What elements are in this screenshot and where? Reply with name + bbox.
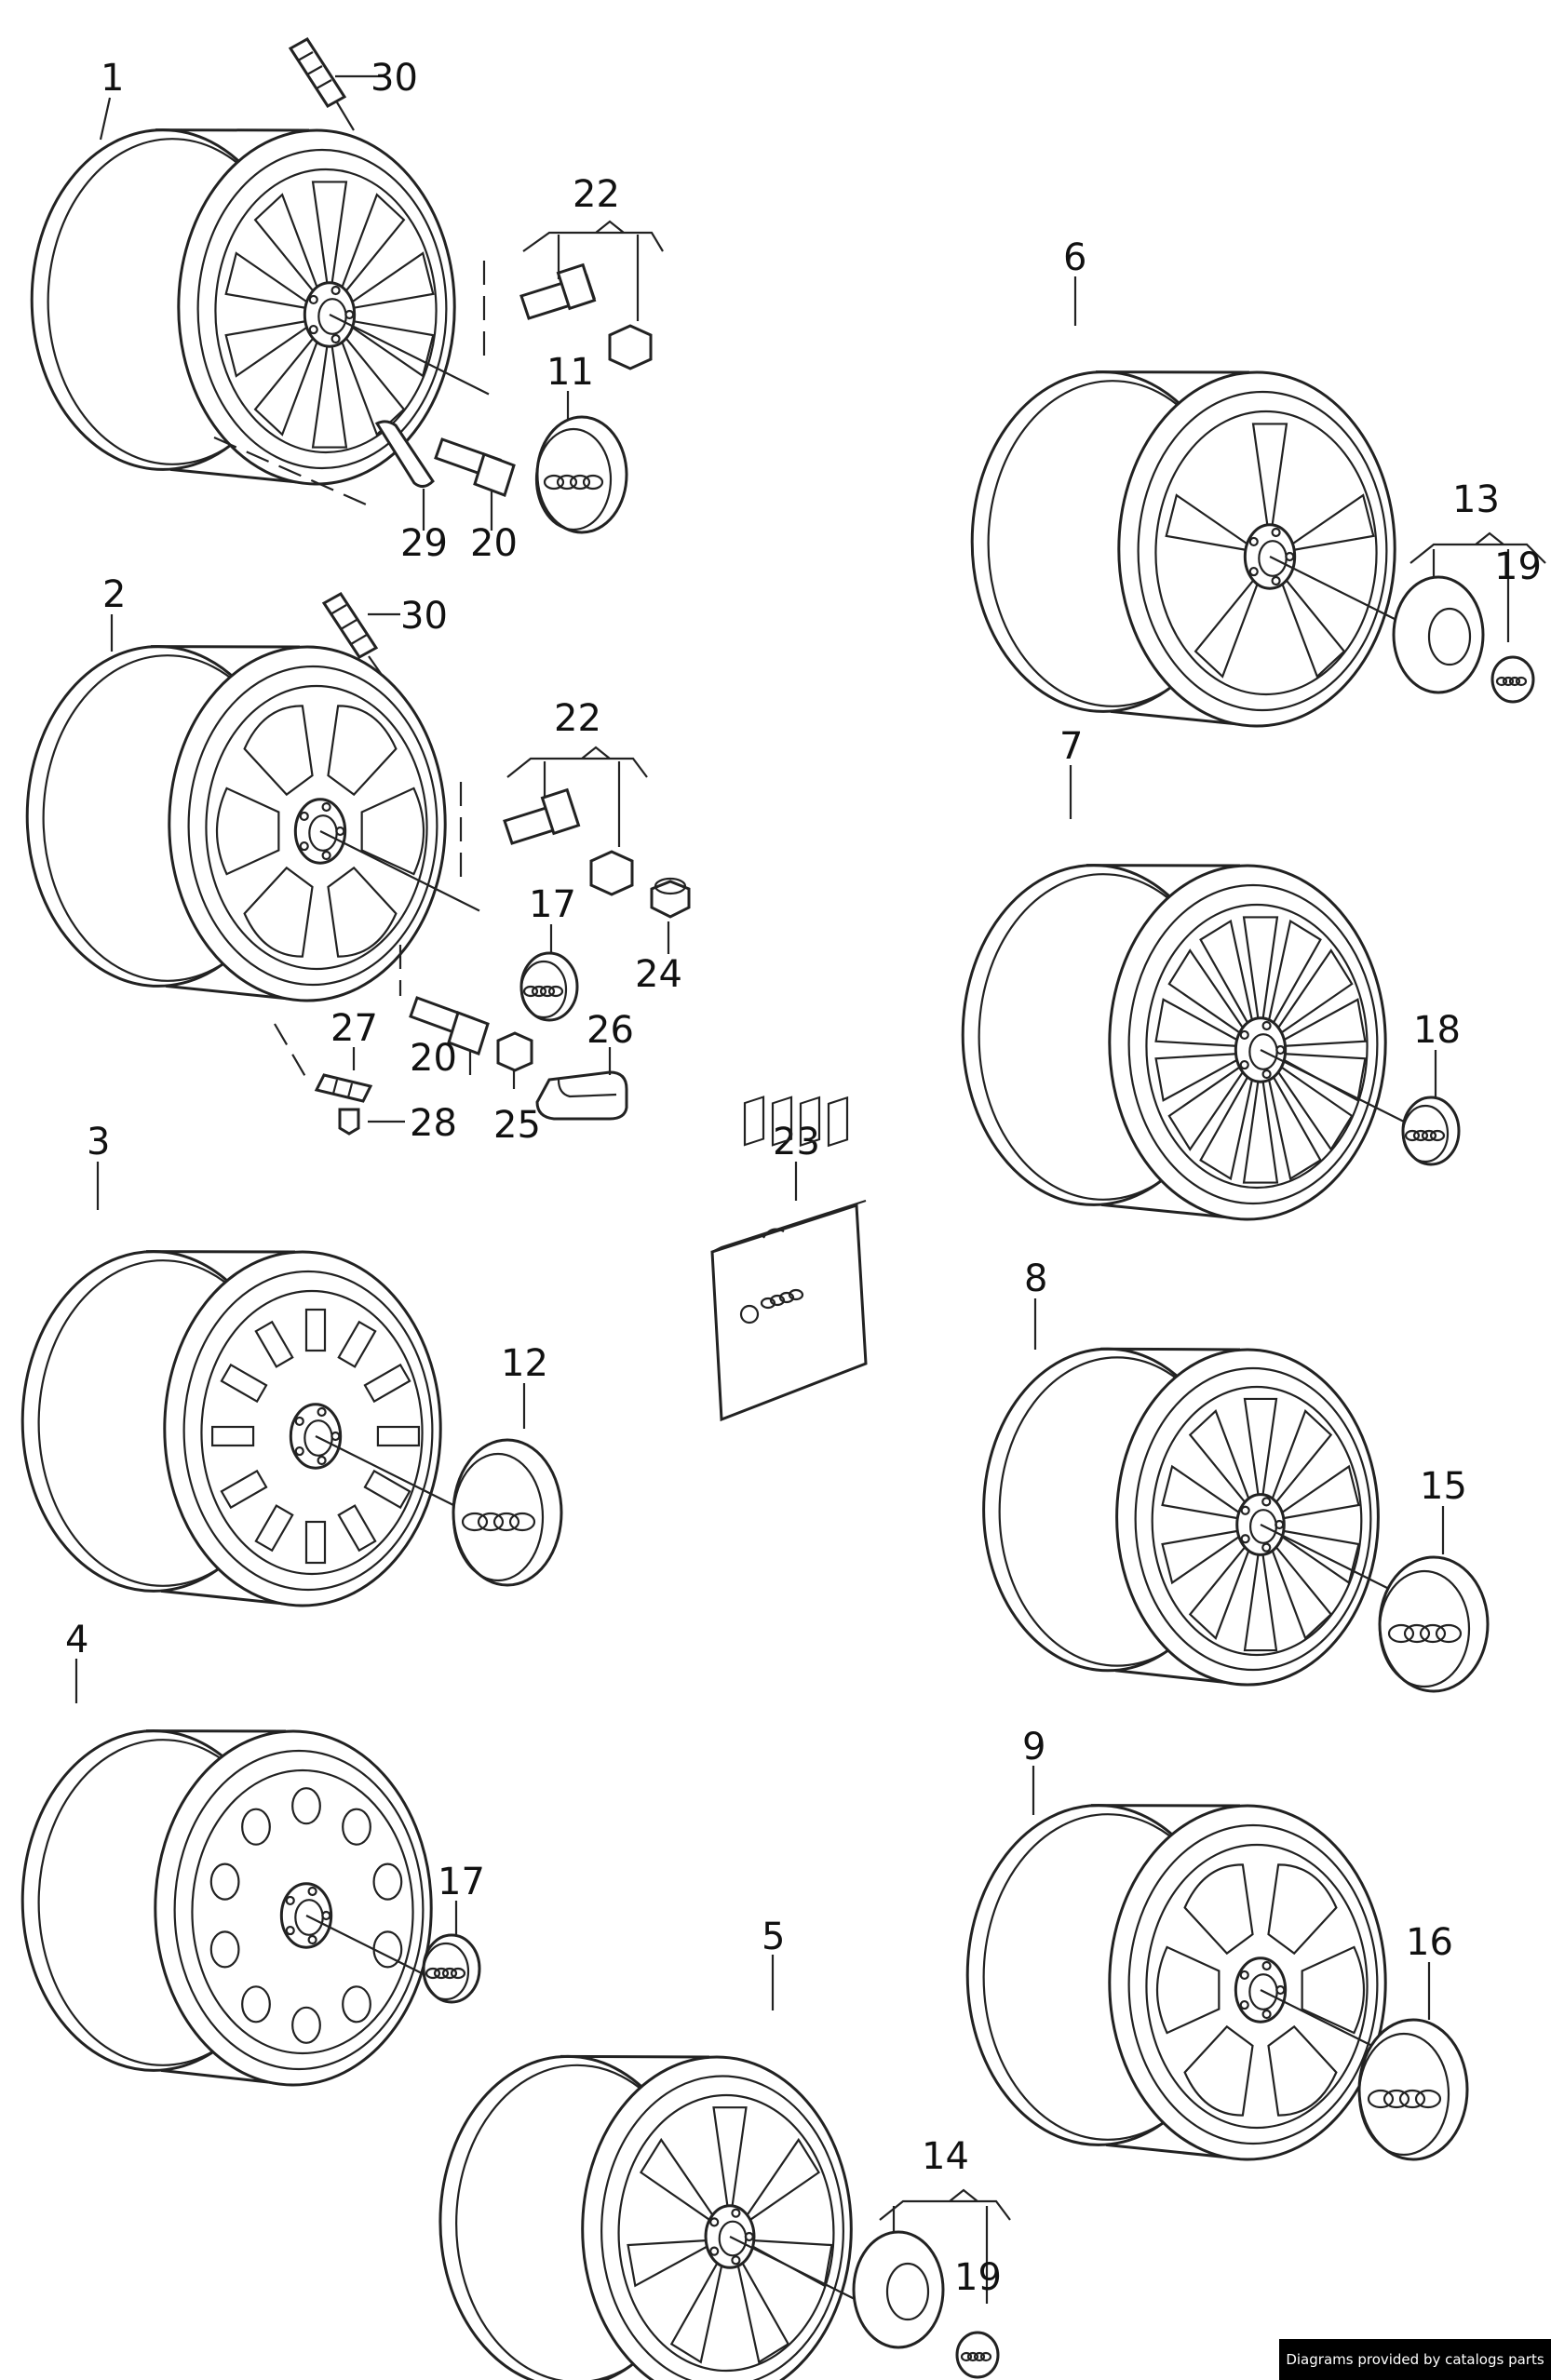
- callout-25: 25: [493, 1104, 541, 1147]
- callout-19: 19: [1494, 545, 1542, 588]
- wheel-bolt-22a[interactable]: [519, 262, 597, 320]
- center-cap-12[interactable]: [452, 1438, 563, 1587]
- balance-weight-29[interactable]: [374, 420, 435, 488]
- wheel-bolt-22b[interactable]: [503, 787, 581, 845]
- callout-17: 17: [438, 1861, 485, 1903]
- center-cap-18[interactable]: [1401, 1096, 1461, 1166]
- callout-20: 20: [410, 1037, 457, 1080]
- wheel-label-1: 1: [101, 57, 124, 100]
- center-cap-15[interactable]: [1378, 1555, 1490, 1693]
- wheel-label-2: 2: [102, 573, 126, 616]
- wheel-label-5: 5: [762, 1916, 785, 1958]
- callout-14: 14: [922, 2135, 969, 2178]
- callout-30: 30: [371, 57, 418, 100]
- dashed-leader: [213, 436, 373, 509]
- wheel-9[interactable]: [965, 1804, 1421, 2161]
- wheel-label-3: 3: [87, 1121, 110, 1163]
- wheel-label-9: 9: [1022, 1726, 1045, 1768]
- wheel-bolt-20a[interactable]: [434, 437, 516, 497]
- wheel-7[interactable]: [961, 864, 1421, 1221]
- callout-20: 20: [470, 522, 518, 565]
- callout-30: 30: [400, 595, 448, 638]
- credit-text: Diagrams provided by catalogs parts: [1286, 2351, 1544, 2368]
- wheel-1[interactable]: [30, 128, 490, 486]
- callout-28: 28: [410, 1102, 457, 1145]
- wheel-3[interactable]: [20, 1250, 476, 1607]
- valve-stem-30b[interactable]: [321, 592, 383, 676]
- callout-19: 19: [954, 2256, 1002, 2299]
- wheel-8[interactable]: [982, 1347, 1412, 1687]
- callout-22: 22: [554, 697, 601, 740]
- wheel-label-6: 6: [1063, 236, 1086, 279]
- credit-banner: Diagrams provided by catalogs parts: [1279, 2339, 1551, 2380]
- wheel-label-4: 4: [65, 1619, 88, 1661]
- callout-29: 29: [400, 522, 448, 565]
- callout-16: 16: [1406, 1921, 1453, 1964]
- adapter-25[interactable]: [496, 1031, 533, 1072]
- bracket-22: [506, 746, 648, 778]
- callout-26: 26: [587, 1009, 634, 1052]
- callout-24: 24: [635, 953, 682, 996]
- locking-nut-22a[interactable]: [608, 324, 653, 370]
- trim-ring-13[interactable]: [1392, 575, 1485, 694]
- callout-27: 27: [330, 1007, 378, 1050]
- wheel-label-7: 7: [1059, 725, 1083, 768]
- wheel-2[interactable]: [25, 645, 480, 1002]
- wheel-6[interactable]: [970, 370, 1430, 728]
- center-cap-17b[interactable]: [422, 1933, 481, 2004]
- callout-17: 17: [529, 883, 576, 926]
- wheel-bolt-20b[interactable]: [409, 996, 490, 1056]
- bracket-14: [879, 2188, 1011, 2221]
- balance-weight-27[interactable]: [314, 1073, 373, 1103]
- removal-tool-26[interactable]: [535, 1070, 628, 1121]
- bracket-22: [522, 220, 664, 252]
- callout-22: 22: [573, 173, 620, 216]
- center-cap-19b[interactable]: [955, 2331, 1000, 2379]
- callout-15: 15: [1420, 1465, 1467, 1508]
- wheel-4[interactable]: [20, 1729, 466, 2087]
- leader-line: [99, 97, 112, 141]
- wheel-5[interactable]: [438, 2054, 885, 2380]
- callout-12: 12: [501, 1342, 548, 1385]
- wheel-label-8: 8: [1024, 1257, 1047, 1300]
- locking-nut-22b[interactable]: [589, 850, 634, 896]
- callout-11: 11: [546, 351, 594, 394]
- bracket-13: [1409, 531, 1546, 564]
- trim-ring-14[interactable]: [852, 2230, 945, 2349]
- center-cap-16[interactable]: [1357, 2018, 1469, 2161]
- center-cap-11[interactable]: [534, 415, 628, 534]
- callout-18: 18: [1413, 1009, 1461, 1052]
- locking-bolt-kit-23[interactable]: [710, 1096, 868, 1422]
- nut-24[interactable]: [650, 877, 691, 919]
- center-cap-19a[interactable]: [1490, 655, 1535, 704]
- dashed-leader: [274, 1023, 308, 1081]
- clip-28[interactable]: [338, 1108, 360, 1136]
- callout-13: 13: [1452, 478, 1500, 521]
- valve-stem-30a[interactable]: [288, 37, 355, 131]
- center-cap-17a[interactable]: [519, 951, 579, 1022]
